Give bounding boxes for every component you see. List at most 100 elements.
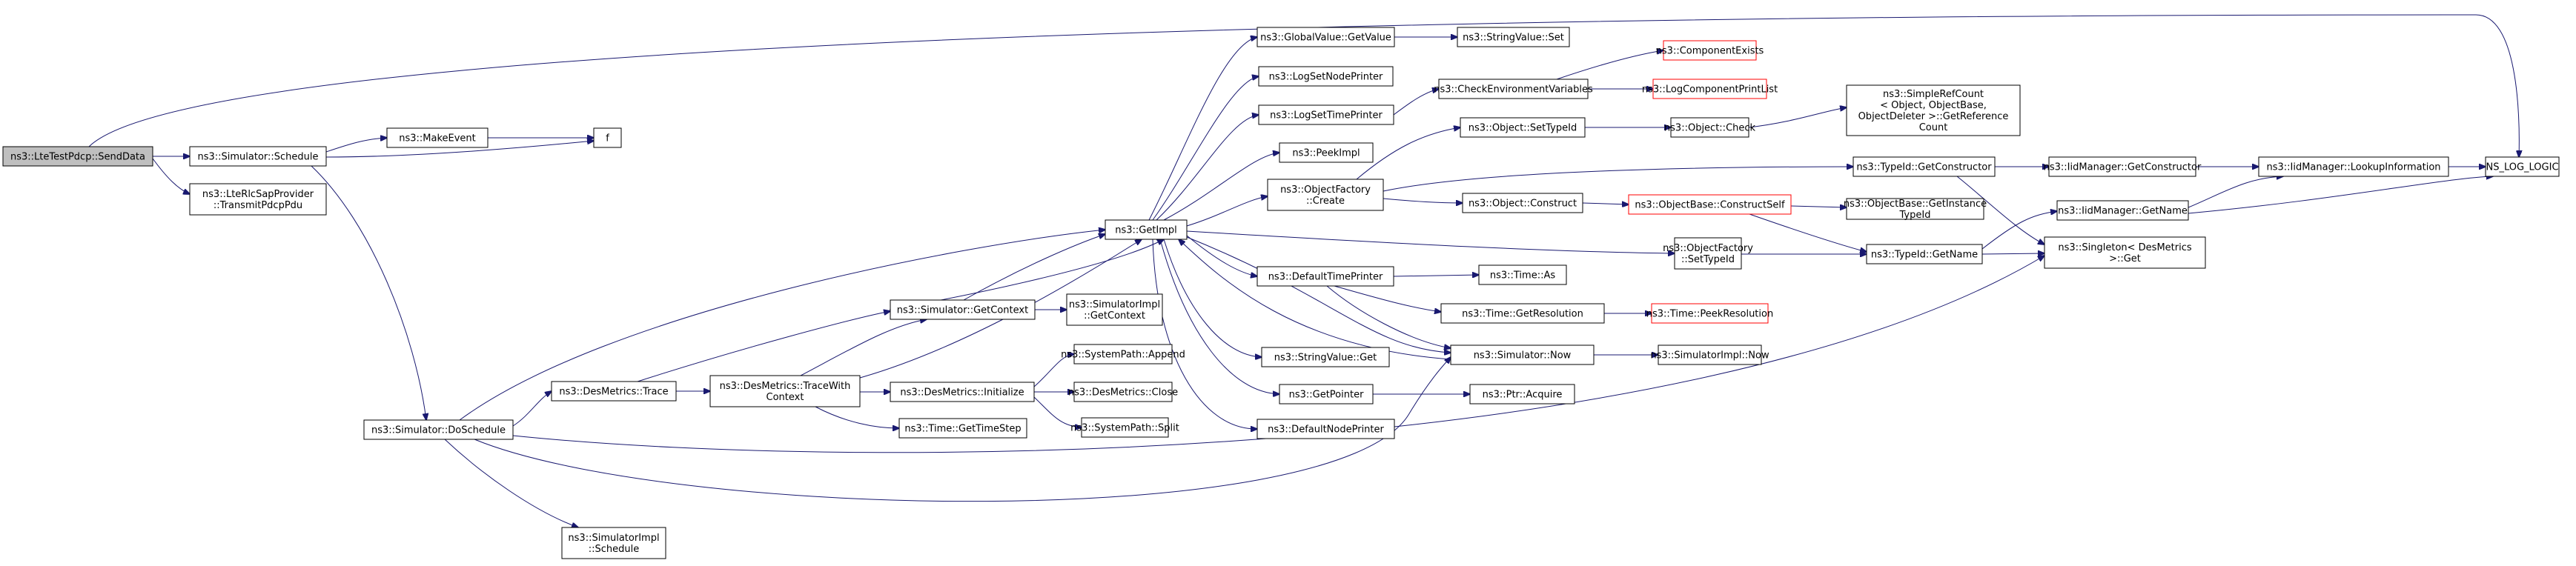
node-n33[interactable]: ns3::ObjectBase::ConstructSelf xyxy=(1628,194,1792,215)
e-defaulttime-resolution xyxy=(1334,285,1441,312)
node-n45[interactable]: ns3::Time::GetResolution xyxy=(1440,303,1605,324)
node-n10[interactable]: ns3::Time::GetTimeStep xyxy=(898,418,1027,439)
node-n23[interactable]: ns3::StringValue::Get xyxy=(1261,347,1390,367)
node-label: ObjectDeleter >::GetReference xyxy=(1858,111,2009,122)
node-n22[interactable]: ns3::DefaultTimePrinter xyxy=(1256,266,1394,287)
node-box xyxy=(2,146,153,167)
node-label: ns3::LogSetNodePrinter xyxy=(1269,72,1383,83)
e-getimpl-defaulttime xyxy=(1186,235,1257,276)
e-create-construct xyxy=(1383,198,1463,203)
e-constructself-getname xyxy=(1749,213,1867,252)
node-n25[interactable]: ns3::DefaultNodePrinter xyxy=(1256,419,1395,439)
node-n49[interactable]: ns3::Ptr::Acquire xyxy=(1469,384,1575,404)
node-label: ::GetContext xyxy=(1084,310,1145,322)
node-box xyxy=(1478,264,1567,285)
node-label: ns3::Ptr::Acquire xyxy=(1483,390,1563,401)
e-getimpl-objfactcreate xyxy=(1186,196,1268,227)
node-n36[interactable]: ns3::TypeId::GetConstructor xyxy=(1852,156,1996,177)
node-n42[interactable]: ns3::IidManager::GetName xyxy=(2056,200,2189,221)
node-label: ns3::MakeEvent xyxy=(399,133,476,144)
node-label: ns3::CheckEnvironmentVariables xyxy=(1434,84,1593,96)
e-defaulttime-now xyxy=(1326,285,1451,348)
node-n9[interactable]: ns3::DesMetrics::Initialize xyxy=(890,382,1035,402)
node-n6[interactable]: ns3::DesMetrics::Trace xyxy=(551,381,677,402)
node-label: Context xyxy=(766,392,804,403)
e-getimpl-logtimeprinter xyxy=(1156,115,1259,221)
node-n40[interactable]: ns3::ObjectFactory::SetTypeId xyxy=(1663,237,1753,270)
node-n20[interactable]: ns3::PeekImpl xyxy=(1279,142,1374,163)
node-n39[interactable]: NS_LOG_LOGIC xyxy=(2485,156,2560,177)
e-initialize-split xyxy=(1033,396,1082,427)
node-n32[interactable]: ns3::Object::Construct xyxy=(1462,193,1583,213)
node-n4[interactable]: f xyxy=(593,127,622,148)
node-n2[interactable]: ns3::LteRlcSapProvider::TransmitPdcpPdu xyxy=(189,183,327,216)
node-n47[interactable]: ns3::Simulator::Now xyxy=(1450,344,1595,365)
node-label: ns3::Time::GetResolution xyxy=(1462,309,1583,320)
node-label: ns3::DesMetrics::Initialize xyxy=(900,387,1024,399)
node-box xyxy=(189,183,327,216)
node-label: ns3::Time::PeekResolution xyxy=(1646,309,1773,320)
node-n48[interactable]: ns3::SimulatorImpl::Now xyxy=(1650,344,1769,365)
node-n1[interactable]: ns3::Simulator::Schedule xyxy=(189,146,327,167)
node-n11[interactable]: ns3::SimulatorImpl::Schedule xyxy=(561,527,666,559)
node-label: ns3::SimulatorImpl xyxy=(568,533,659,544)
node-label: ns3::Object::Check xyxy=(1664,123,1756,134)
node-n18[interactable]: ns3::LogSetNodePrinter xyxy=(1258,66,1394,87)
node-n15[interactable]: ns3::SystemPath::Split xyxy=(1070,417,1179,438)
node-box xyxy=(1852,156,1996,177)
node-label: ns3::DesMetrics::TraceWith xyxy=(720,381,851,392)
node-box xyxy=(890,382,1035,402)
node-n31[interactable]: ns3::Object::Check xyxy=(1664,117,1756,138)
node-n12[interactable]: ns3::SimulatorImpl::GetContext xyxy=(1066,293,1163,326)
node-n19[interactable]: ns3::LogSetTimePrinter xyxy=(1258,104,1394,125)
node-n26[interactable]: ns3::StringValue::Set xyxy=(1457,27,1570,47)
node-box xyxy=(1460,117,1586,138)
node-n29[interactable]: ns3::LogComponentPrintList xyxy=(1642,79,1778,99)
node-box xyxy=(1267,179,1384,211)
node-n21[interactable]: ns3::ObjectFactory::Create xyxy=(1267,179,1384,211)
node-label: ns3::DefaultTimePrinter xyxy=(1268,272,1383,283)
node-n27[interactable]: ns3::CheckEnvironmentVariables xyxy=(1434,79,1593,99)
node-n16[interactable]: ns3::GetImpl xyxy=(1105,219,1188,240)
node-label: ns3::Simulator::Now xyxy=(1474,350,1572,362)
node-n41[interactable]: ns3::TypeId::GetName xyxy=(1866,244,1983,264)
e-tracewith-getcontext xyxy=(800,319,927,376)
node-label: ns3::Object::Construct xyxy=(1469,199,1577,210)
node-n34[interactable]: ns3::SimpleRefCount< Object, ObjectBase,… xyxy=(1846,84,2021,136)
node-box xyxy=(1256,419,1395,439)
node-label: ns3::IidManager::LookupInformation xyxy=(2266,162,2440,173)
node-n44[interactable]: ns3::Time::As xyxy=(1478,264,1567,285)
node-n46[interactable]: ns3::Time::PeekResolution xyxy=(1646,303,1773,324)
node-n17[interactable]: ns3::GlobalValue::GetValue xyxy=(1256,27,1395,47)
node-n37[interactable]: ns3::IidManager::GetConstructor xyxy=(2044,156,2202,177)
node-box xyxy=(1279,384,1374,404)
node-label: ns3::DesMetrics::Close xyxy=(1068,387,1178,399)
node-label: ns3::ObjectBase::GetInstance xyxy=(1844,199,1987,210)
node-label: ns3::LogComponentPrintList xyxy=(1642,84,1778,96)
node-n5[interactable]: ns3::Simulator::DoSchedule xyxy=(363,419,514,440)
node-n0[interactable]: ns3::LteTestPdcp::SendData xyxy=(2,146,153,167)
node-n38[interactable]: ns3::IidManager::LookupInformation xyxy=(2258,156,2449,177)
node-box xyxy=(1279,142,1374,163)
node-n13[interactable]: ns3::SystemPath::Append xyxy=(1061,344,1185,364)
node-box xyxy=(1462,193,1583,213)
node-n8[interactable]: ns3::Simulator::GetContext xyxy=(890,299,1036,320)
node-label: ns3::Simulator::GetContext xyxy=(897,305,1028,316)
node-box xyxy=(709,375,861,407)
node-label: ::Schedule xyxy=(589,544,640,555)
e-getname-iidgetname xyxy=(1981,211,2057,250)
node-box xyxy=(1440,303,1605,324)
node-label: ns3::ComponentExists xyxy=(1656,46,1764,57)
node-n30[interactable]: ns3::Object::SetTypeId xyxy=(1460,117,1586,138)
e-iidgetname-lookup xyxy=(2188,176,2283,208)
node-n43[interactable]: ns3::Singleton< DesMetrics >::Get xyxy=(2044,236,2206,269)
node-label: < Object, ObjectBase, xyxy=(1880,100,1987,111)
e-getcontext-getimpl xyxy=(963,234,1105,301)
node-n28[interactable]: ns3::ComponentExists xyxy=(1656,40,1764,61)
node-n3[interactable]: ns3::MakeEvent xyxy=(386,127,489,148)
node-n24[interactable]: ns3::GetPointer xyxy=(1279,384,1374,404)
node-n14[interactable]: ns3::DesMetrics::Close xyxy=(1068,382,1178,402)
